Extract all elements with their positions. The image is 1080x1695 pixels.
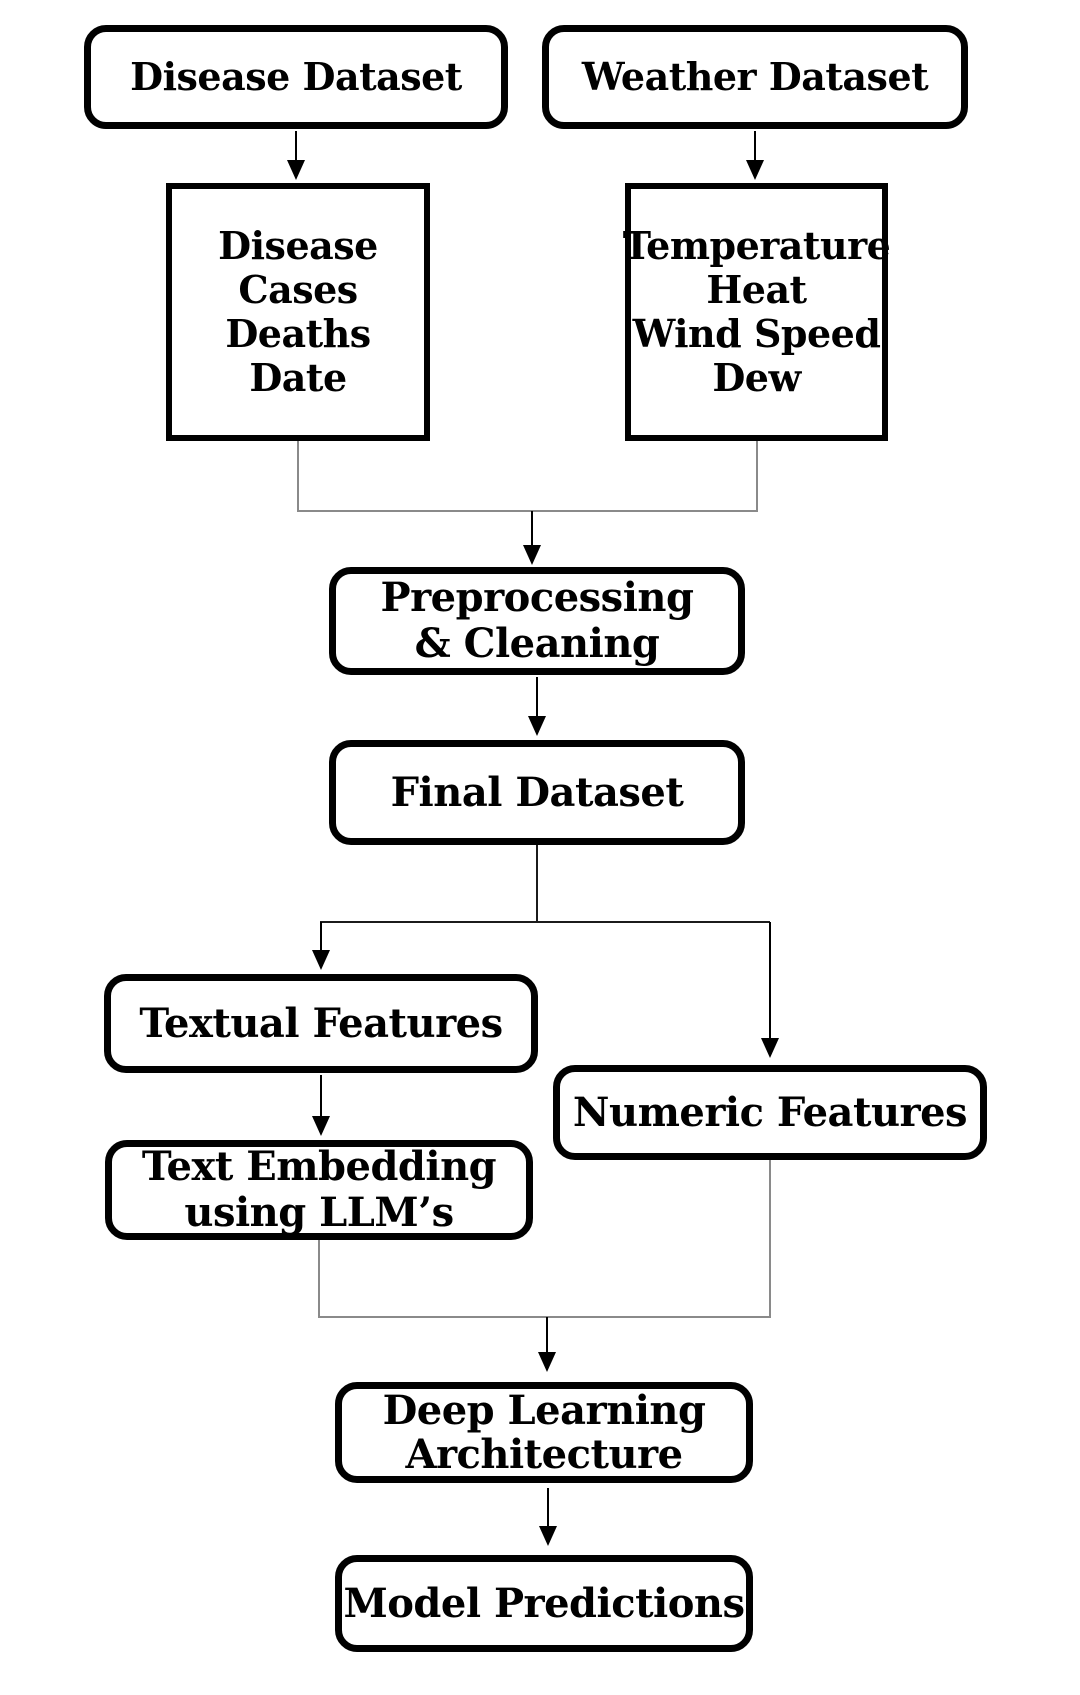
node-text-embedding: Text Embedding using LLM’s [105,1140,533,1240]
preprocessing-line: & Cleaning [414,620,660,667]
disease-field-line: Deaths [225,311,371,356]
disease-field-line: Date [249,355,347,400]
arrow-split-to-textual-stem [320,922,322,952]
node-weather-dataset: Weather Dataset [542,25,968,129]
node-model-predictions-label: Model Predictions [343,1579,745,1627]
arrow-disease-to-fields-stem [295,131,297,163]
node-final-dataset: Final Dataset [329,740,745,845]
node-deep-learning: Deep Learning Architecture [335,1382,753,1483]
arrow-disease-to-fields-head [287,160,305,180]
node-textual-features-label: Textual Features [139,999,503,1047]
text-embedding-line: using LLM’s [184,1189,454,1236]
arrow-merge-to-preprocessing-stem [531,511,533,547]
weather-field-line: Heat [706,267,807,312]
arrow-preprocessing-to-final-head [528,716,546,736]
node-disease-fields: Disease Cases Deaths Date [166,183,430,441]
node-final-dataset-label: Final Dataset [390,768,684,816]
node-numeric-features: Numeric Features [553,1065,987,1160]
arrow-merge-to-preprocessing-head [523,545,541,565]
connector-fields-merge [297,510,758,512]
node-disease-dataset: Disease Dataset [84,25,508,129]
arrow-deeplearning-to-predictions-stem [547,1488,549,1529]
connector-final-split [320,921,770,923]
arrow-merge-to-deeplearning-head [538,1352,556,1372]
text-embedding-line: Text Embedding [141,1143,497,1190]
arrow-merge-to-deeplearning-stem [546,1317,548,1355]
node-disease-dataset-label: Disease Dataset [130,54,462,99]
node-preprocessing: Preprocessing & Cleaning [329,567,745,675]
connector-embedding-drop [318,1240,320,1318]
arrow-preprocessing-to-final-stem [536,677,538,719]
weather-field-line: Wind Speed [632,311,881,356]
deep-learning-line: Deep Learning [382,1386,706,1434]
arrow-split-to-textual-head [312,950,330,970]
connector-final-drop [536,845,538,923]
disease-field-line: Cases [238,267,358,312]
arrow-deeplearning-to-predictions-head [539,1526,557,1546]
arrow-weather-to-fields-head [746,160,764,180]
node-weather-dataset-label: Weather Dataset [581,54,929,99]
connector-left-field-drop [297,441,299,512]
connector-numeric-drop [769,1160,771,1318]
arrow-textual-to-embedding-stem [320,1075,322,1119]
arrow-split-to-numeric-head [761,1038,779,1058]
arrow-weather-to-fields-stem [754,131,756,163]
arrow-textual-to-embedding-head [312,1116,330,1136]
weather-field-line: Temperature [622,223,891,268]
connector-features-merge [318,1316,771,1318]
node-weather-fields: Temperature Heat Wind Speed Dew [622,183,891,441]
node-textual-features: Textual Features [104,974,538,1073]
node-model-predictions: Model Predictions [335,1555,753,1652]
arrow-split-to-numeric-stem [769,922,771,1040]
node-numeric-features-label: Numeric Features [572,1088,968,1136]
weather-field-line: Dew [712,355,801,400]
disease-field-line: Disease [218,223,378,268]
connector-right-field-drop [756,441,758,512]
preprocessing-line: Preprocessing [380,574,694,621]
deep-learning-line: Architecture [405,1430,683,1478]
